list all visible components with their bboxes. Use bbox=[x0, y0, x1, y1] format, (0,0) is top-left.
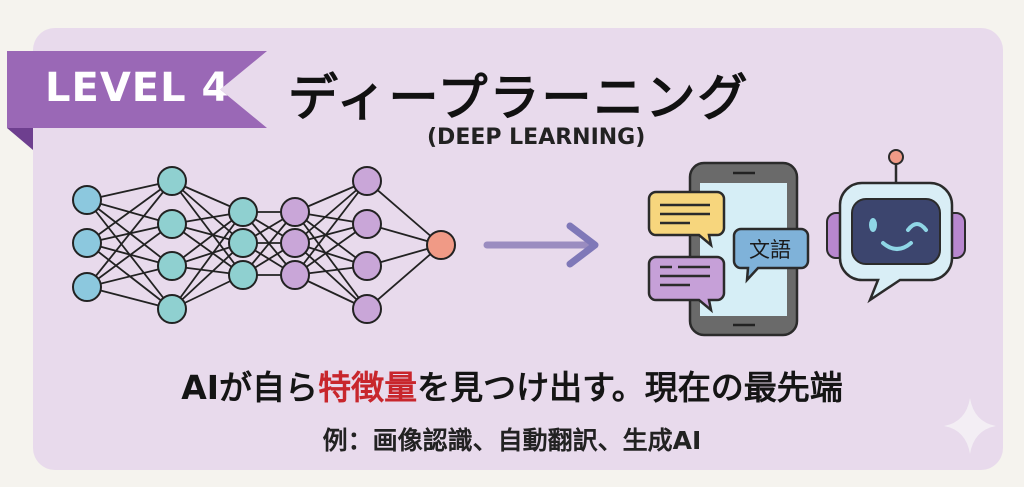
network-node bbox=[352, 209, 382, 239]
network-connection bbox=[86, 223, 173, 288]
network-connection bbox=[294, 180, 368, 276]
translation-bubble-icon: 文語 bbox=[732, 227, 810, 284]
network-node bbox=[157, 209, 187, 239]
network-node bbox=[352, 294, 382, 324]
chat-bubble-yellow-icon bbox=[647, 190, 726, 249]
description-after: を見つけ出す。現在の最先端 bbox=[417, 368, 843, 407]
network-node bbox=[280, 197, 310, 227]
network-node bbox=[228, 260, 258, 290]
network-connection bbox=[171, 180, 244, 276]
network-connection bbox=[294, 242, 368, 310]
network-node bbox=[72, 228, 102, 258]
network-node bbox=[228, 197, 258, 227]
network-node bbox=[157, 294, 187, 324]
robot-icon bbox=[826, 149, 966, 304]
network-node bbox=[228, 228, 258, 258]
network-connection bbox=[86, 180, 173, 244]
network-node bbox=[72, 185, 102, 215]
network-node bbox=[157, 166, 187, 196]
arrow-icon bbox=[483, 222, 599, 268]
level-badge: LEVEL 4 bbox=[7, 51, 267, 128]
network-connection bbox=[171, 211, 244, 310]
page-title: ディープラーニング bbox=[288, 69, 750, 127]
page-subtitle: (DEEP LEARNING) bbox=[427, 125, 646, 150]
network-connection bbox=[294, 180, 368, 244]
network-connection bbox=[294, 211, 368, 310]
ribbon-fold bbox=[7, 128, 33, 150]
network-connection bbox=[171, 242, 244, 310]
highlight-keyword: 特徴量 bbox=[318, 368, 418, 407]
network-connection bbox=[366, 180, 442, 246]
level-label: LEVEL 4 bbox=[45, 65, 231, 111]
network-node bbox=[280, 228, 310, 258]
chat-bubble-purple-icon bbox=[647, 255, 726, 314]
network-connection bbox=[86, 180, 173, 288]
description-before: AIが自ら bbox=[181, 368, 319, 407]
network-node bbox=[280, 260, 310, 290]
network-node bbox=[72, 272, 102, 302]
network-node bbox=[157, 251, 187, 281]
examples-text: 例：画像認識、自動翻訳、生成AI bbox=[322, 426, 702, 455]
translation-bubble-text: 文語 bbox=[749, 238, 791, 262]
network-connection bbox=[171, 180, 244, 244]
network-connection bbox=[366, 244, 442, 310]
network-node bbox=[352, 166, 382, 196]
neural-network-icon bbox=[72, 166, 456, 324]
description-text: AIが自ら特徴量を見つけ出す。現在の最先端 bbox=[0, 361, 1024, 409]
sparkle-icon bbox=[944, 398, 996, 454]
network-node bbox=[426, 230, 456, 260]
network-node bbox=[352, 251, 382, 281]
